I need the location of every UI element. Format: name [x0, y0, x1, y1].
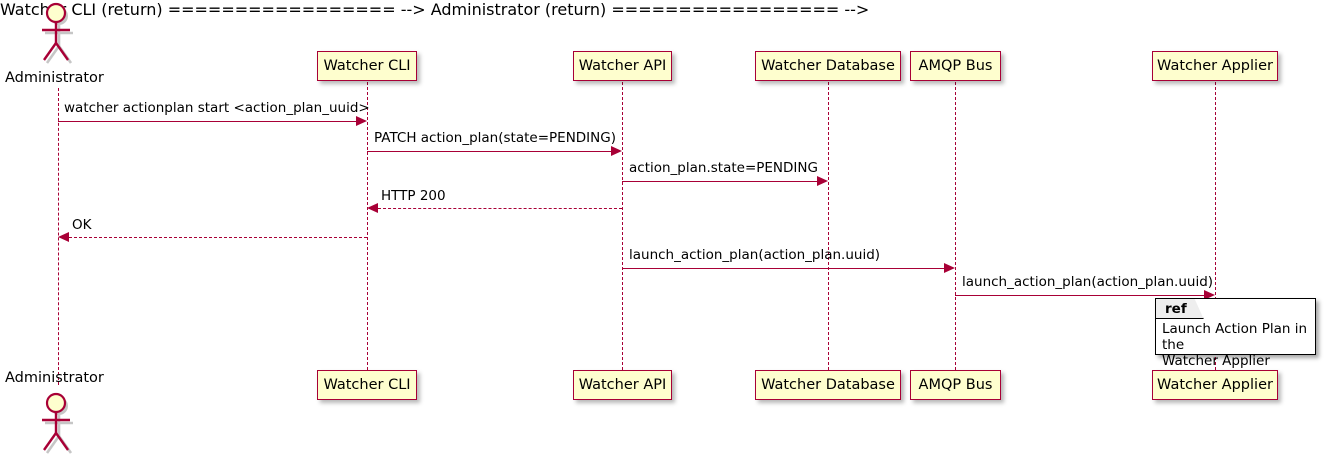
actor-label-administrator-top: Administrator — [5, 70, 104, 86]
participant-box-watcher-cli-bottom[interactable]: Watcher CLI — [317, 370, 417, 400]
participant-box-watcher-api-top[interactable]: Watcher API — [573, 51, 672, 81]
message-arrowhead-4 — [367, 203, 378, 213]
participant-box-watcher-cli-top[interactable]: Watcher CLI — [317, 51, 417, 81]
ref-fragment-text: Launch Action Plan in the Watcher Applie… — [1162, 321, 1308, 369]
message-label-6: launch_action_plan(action_plan.uuid) — [629, 247, 881, 263]
message-arrowhead-7 — [1204, 290, 1215, 300]
message-line-4 — [378, 208, 622, 209]
actor-administrator-bottom-figure — [42, 392, 73, 454]
lifeline-watcher-cli — [367, 82, 368, 370]
participant-box-amqp-bus-bottom[interactable]: AMQP Bus — [910, 370, 1001, 400]
participant-box-watcher-database-top[interactable]: Watcher Database — [755, 51, 901, 81]
message-label-5: OK — [72, 217, 92, 233]
message-line-6 — [622, 268, 944, 269]
participant-label-watcher-cli-bottom: Watcher CLI — [323, 376, 411, 393]
participant-box-watcher-database-bottom[interactable]: Watcher Database — [755, 370, 901, 400]
message-label-1: watcher actionplan start <action_plan_uu… — [64, 100, 370, 116]
message-arrowhead-2 — [611, 146, 622, 156]
participant-label-watcher-api-bottom: Watcher API — [578, 376, 667, 393]
participant-box-watcher-api-bottom[interactable]: Watcher API — [573, 370, 672, 400]
participant-label-watcher-applier-bottom: Watcher Applier — [1157, 376, 1273, 393]
message-line-3 — [622, 181, 817, 182]
ref-fragment-tag: ref — [1156, 299, 1204, 319]
participant-label-watcher-database-top: Watcher Database — [761, 57, 895, 74]
actor-label-administrator-bottom: Administrator — [5, 370, 104, 386]
message-line-5 — [69, 237, 367, 238]
actor-administrator-top-figure — [42, 2, 73, 64]
message-label-2: PATCH action_plan(state=PENDING) — [374, 130, 616, 146]
message-arrowhead-3 — [817, 176, 828, 186]
message-arrowhead-5 — [58, 232, 69, 242]
ref-fragment[interactable]: ref Launch Action Plan in the Watcher Ap… — [1155, 298, 1316, 369]
lifeline-watcher-api — [622, 82, 623, 370]
participant-label-amqp-bus-bottom: AMQP Bus — [918, 376, 993, 393]
message-arrowhead-6 — [944, 263, 955, 273]
participant-label-watcher-cli-top: Watcher CLI — [323, 57, 411, 74]
participant-label-watcher-database-bottom: Watcher Database — [761, 376, 895, 393]
message-label-3: action_plan.state=PENDING — [629, 160, 818, 176]
lifeline-watcher-applier — [1215, 82, 1216, 370]
message-label-4: HTTP 200 — [381, 188, 446, 204]
message-line-7 — [955, 295, 1204, 296]
lifeline-watcher-database — [828, 82, 829, 370]
participant-box-watcher-applier-bottom[interactable]: Watcher Applier — [1152, 370, 1278, 400]
message-line-1 — [58, 121, 356, 122]
participant-box-watcher-applier-top[interactable]: Watcher Applier — [1152, 51, 1278, 81]
participant-label-watcher-applier-top: Watcher Applier — [1157, 57, 1273, 74]
participant-label-watcher-api-top: Watcher API — [578, 57, 667, 74]
lifeline-amqp-bus — [955, 82, 956, 370]
message-line-2 — [367, 151, 611, 152]
participant-label-amqp-bus-top: AMQP Bus — [918, 57, 993, 74]
message-label-7: launch_action_plan(action_plan.uuid) — [962, 274, 1214, 290]
message-arrowhead-1 — [356, 116, 367, 126]
participant-box-amqp-bus-top[interactable]: AMQP Bus — [910, 51, 1001, 81]
